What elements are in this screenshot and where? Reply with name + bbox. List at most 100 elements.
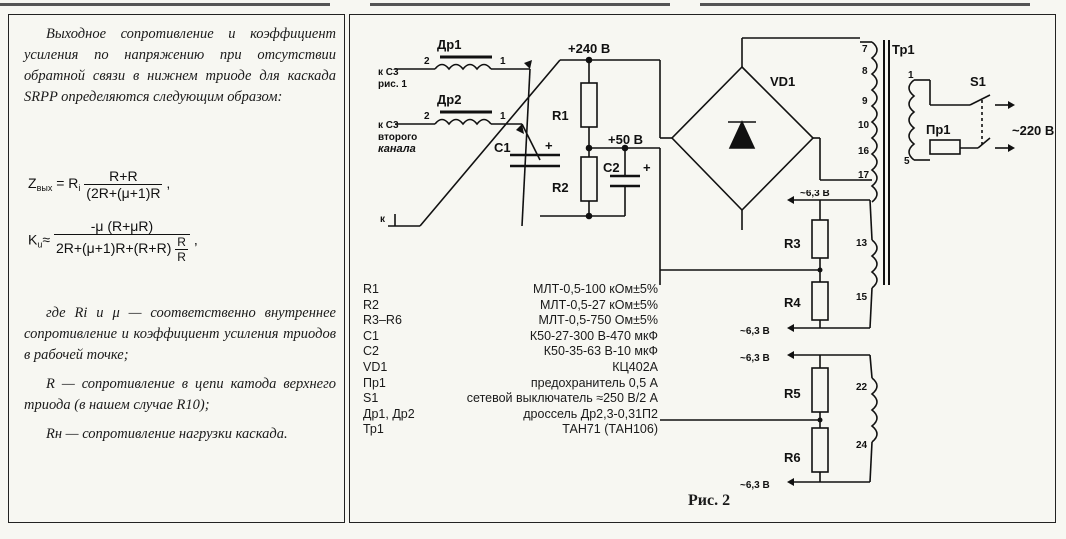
pin-16: 16 xyxy=(858,146,870,157)
label-r2: R2 xyxy=(552,180,569,195)
parts-list-row: R3–R6 МЛТ-0,5-750 Ом±5% xyxy=(363,313,658,329)
label-r6: R6 xyxy=(784,450,801,465)
part-ref: C2 xyxy=(363,344,379,359)
zout-denominator: (2R+(μ+1)R xyxy=(86,185,161,201)
label-r3: R3 xyxy=(784,236,801,251)
part-ref: R2 xyxy=(363,297,379,312)
pin-p5: 5 xyxy=(904,156,910,167)
label-to-c3-1: к С3 xyxy=(378,67,399,78)
pin-22: 22 xyxy=(856,382,868,393)
figure-caption: Рис. 2 xyxy=(688,492,731,509)
choke-dr2 xyxy=(434,118,492,126)
pin-17: 17 xyxy=(858,170,870,181)
pin-2: 2 xyxy=(424,56,430,67)
pin-p1: 1 xyxy=(908,70,914,81)
label-dr1: Др1 xyxy=(437,37,461,52)
formula-text-panel xyxy=(8,14,345,523)
ku-subscript: u xyxy=(37,239,43,250)
explain-r: R — сопротивление в цепи катода верхнего… xyxy=(24,376,336,413)
ku-eq: ≈ xyxy=(42,231,51,248)
label-dr2: Др2 xyxy=(437,92,461,107)
intro-text: Выходное сопротивление и коэффициент уси… xyxy=(24,26,336,105)
parts-list-row: C2 К50-35-63 В-10 мкФ xyxy=(363,344,658,360)
pin-24: 24 xyxy=(856,440,868,451)
part-ref: S1 xyxy=(363,391,379,406)
label-r4: R4 xyxy=(784,295,801,310)
ku-inner-num: R xyxy=(175,235,188,250)
ku-den-text: 2R+(μ+1)R+(R+R) xyxy=(55,240,172,257)
label-pr1: Пр1 xyxy=(926,122,951,137)
zout-symbol: Z xyxy=(28,175,37,192)
pin-1b: 1 xyxy=(500,111,506,122)
label-s1: S1 xyxy=(970,74,986,89)
pin-7: 7 xyxy=(862,44,868,55)
label-r5: R5 xyxy=(784,386,801,401)
part-ref: Пр1 xyxy=(363,375,386,390)
label-220v: ~220 В xyxy=(1012,123,1054,138)
zout-eq: = R xyxy=(52,175,79,192)
part-spec: К50-27-300 В-470 мкФ xyxy=(529,328,658,343)
part-ref: VD1 xyxy=(363,359,388,374)
label-6v3-2: ~6,3 В xyxy=(740,326,770,337)
explain-ri-mu: где Ri и μ — соответственно внутреннее с… xyxy=(24,305,336,363)
part-ref: C1 xyxy=(363,328,379,343)
ku-inner-den: R xyxy=(177,250,186,264)
power-supply-schematic: Др1 Др2 к С3 рис. 1 к С3 второго канала … xyxy=(378,37,1054,285)
pin-9: 9 xyxy=(862,96,868,107)
parts-list-row: C1 К50-27-300 В-470 мкФ xyxy=(363,329,658,345)
label-6v3-4: ~6,3 В xyxy=(740,480,770,491)
pin-15: 15 xyxy=(856,292,868,303)
label-to-c3-2: к С3 xyxy=(378,120,399,131)
intro-paragraph: Выходное сопротивление и коэффициент уси… xyxy=(24,24,336,116)
label-6v3-3: ~6,3 В xyxy=(740,353,770,364)
choke-dr1 xyxy=(434,63,492,71)
part-spec: ТАН71 (ТАН106) xyxy=(562,422,658,437)
part-spec: КЦ402А xyxy=(612,359,658,374)
part-spec: предохранитель 0,5 А xyxy=(530,375,658,390)
explanation-block: где Ri и μ — соответственно внутреннее с… xyxy=(24,303,336,453)
label-6v3-1: ~6,3 В xyxy=(800,190,830,199)
zout-subscript: вых xyxy=(36,183,53,194)
explain-rn: Rн — сопротивление нагрузки каскада. xyxy=(46,426,288,442)
pin-1: 1 xyxy=(500,56,506,67)
zout-formula: Zвых = Ri R+R (2R+(μ+1)R , xyxy=(28,168,171,201)
part-ref: R3–R6 xyxy=(363,313,402,328)
part-ref: Др1, Др2 xyxy=(363,406,415,421)
parts-list-row: Др1, Др2 дроссель Др2,3-0,31П2 xyxy=(363,407,658,423)
part-ref: Тр1 xyxy=(363,422,384,437)
label-r1: R1 xyxy=(552,108,569,123)
heater-supply-section: R3 R4 R5 R6 ~6,3 В ~6,3 В ~6,3 В ~6,3 В … xyxy=(660,190,878,491)
schematic-panel xyxy=(349,14,1056,523)
pin-10: 10 xyxy=(858,120,870,131)
pin-13: 13 xyxy=(856,238,868,249)
label-channel: канала xyxy=(378,143,416,155)
label-plus240: +240 В xyxy=(568,41,610,56)
label-fig1: рис. 1 xyxy=(378,79,407,90)
label-tr1: Тр1 xyxy=(892,42,915,57)
zout-fraction: R+R (2R+(μ+1)R xyxy=(84,168,163,201)
part-spec: К50-35-63 В-10 мкФ xyxy=(543,344,658,359)
c2-plus: + xyxy=(643,160,651,175)
label-second: второго xyxy=(378,132,417,143)
label-c2: C2 xyxy=(603,160,620,175)
part-spec: дроссель Др2,3-0,31П2 xyxy=(523,406,658,421)
pin-8: 8 xyxy=(862,66,868,77)
zout-numerator: R+R xyxy=(84,168,163,185)
label-vd1: VD1 xyxy=(770,74,795,89)
ku-symbol: K xyxy=(28,231,38,248)
part-spec: МЛТ-0,5-750 Ом±5% xyxy=(538,313,658,328)
label-ground: к xyxy=(380,214,386,225)
clipped-top-text-strip xyxy=(0,0,1066,10)
ku-numerator: -μ (R+μR) xyxy=(53,218,190,235)
parts-list-row: Тр1 ТАН71 (ТАН106) xyxy=(363,422,658,438)
part-ref: R1 xyxy=(363,282,379,296)
parts-list-row: Пр1 предохранитель 0,5 А xyxy=(363,376,658,392)
pin-2b: 2 xyxy=(424,111,430,122)
